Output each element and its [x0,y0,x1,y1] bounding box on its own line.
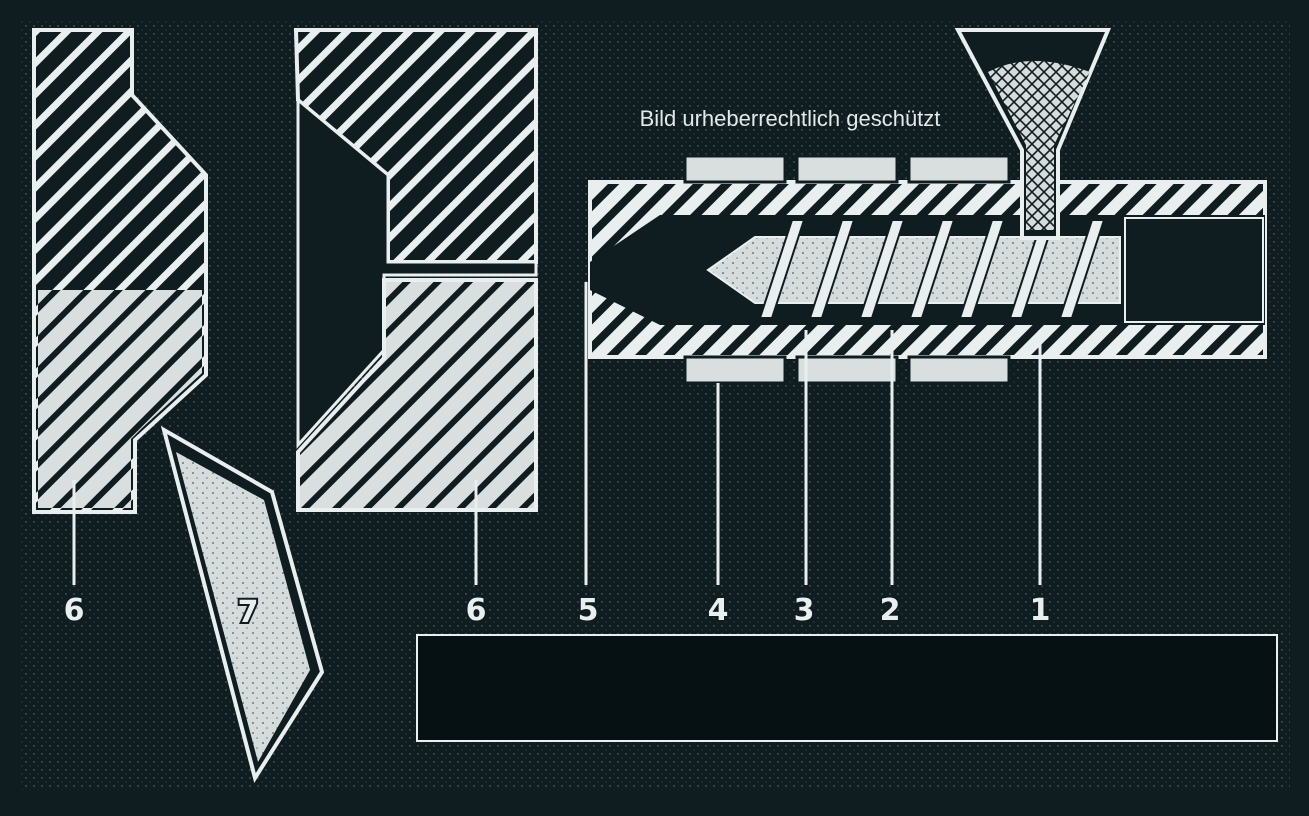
label-nozzle: 5 [578,593,599,628]
heater-band-rear-bottom [907,355,1011,385]
label-heater-rear: 2 [880,593,901,628]
leader-lines [72,282,1042,585]
heater-band-front-top [683,154,787,184]
label-mold-left: 6 [64,593,85,628]
label-heater-middle: 3 [794,593,815,628]
label-mold-right: 6 [466,593,487,628]
heater-band-middle-top [795,154,899,184]
mold-cavity-fill-left [38,290,202,508]
screw [706,219,1121,319]
mold-half-left [32,28,208,514]
label-part: 7 [238,595,259,630]
heater-band-middle-bottom [795,355,899,385]
heater-band-front-bottom [683,355,787,385]
label-hopper: 1 [1030,593,1051,628]
heater-bands [683,154,1011,385]
hopper [954,28,1111,240]
molded-part [160,425,325,783]
watermark-text: Bild urheberrechtlich geschützt [640,106,941,131]
heater-band-rear-top [907,154,1011,184]
caption-box [416,634,1278,742]
label-heater-front: 4 [708,593,729,628]
mold-half-right [293,28,538,512]
